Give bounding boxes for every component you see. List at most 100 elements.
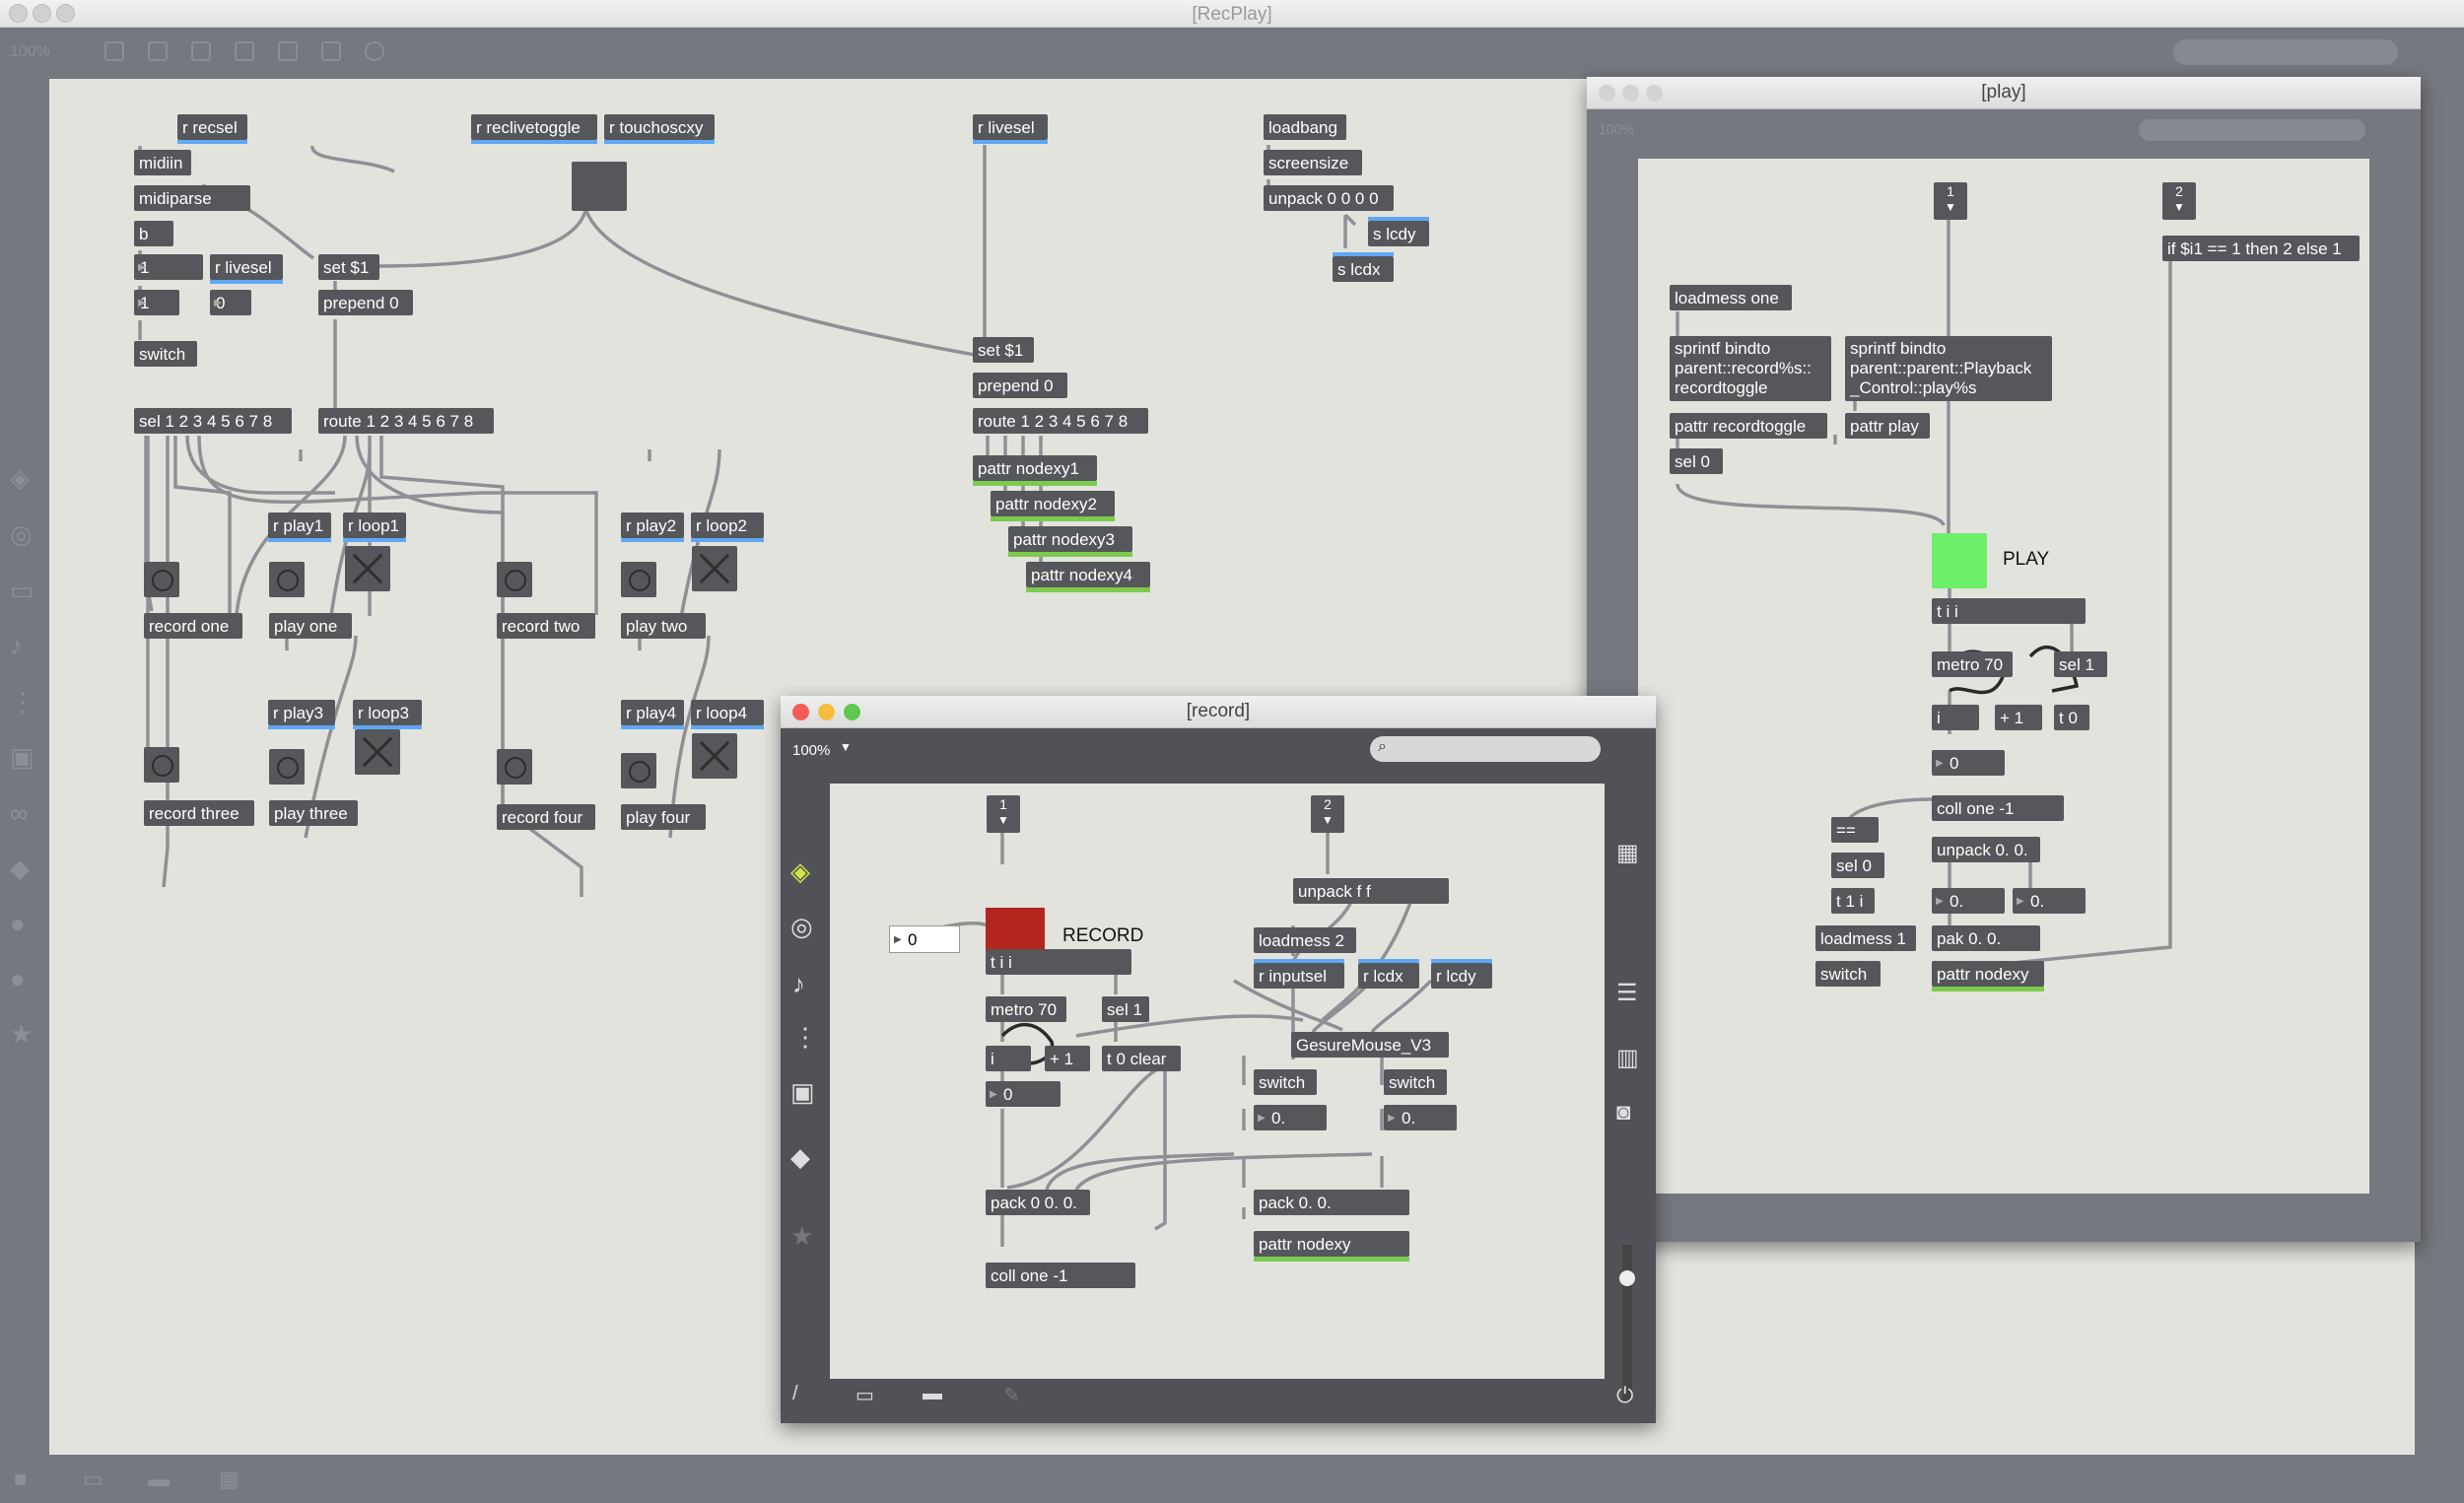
- sprintf-record[interactable]: sprintf bindto parent::record%s:: record…: [1670, 336, 1831, 401]
- set-1-b[interactable]: set $1: [973, 337, 1034, 363]
- unpack-0000[interactable]: unpack 0 0 0 0: [1264, 185, 1394, 211]
- camera-icon[interactable]: ◙: [1616, 1099, 1631, 1126]
- loadmess-one[interactable]: loadmess one: [1670, 285, 1792, 310]
- r-loop4[interactable]: r loop4: [691, 700, 764, 729]
- play-search-field[interactable]: [2139, 119, 2365, 141]
- set-1-a[interactable]: set $1: [318, 254, 379, 280]
- metro-70[interactable]: metro 70: [986, 996, 1066, 1022]
- t-i-i[interactable]: t i i: [986, 949, 1131, 975]
- pack-float[interactable]: pack 0. 0.: [1254, 1190, 1409, 1215]
- image-icon[interactable]: ▣: [790, 1077, 815, 1107]
- star-icon[interactable]: ★: [10, 1019, 34, 1049]
- r-play3[interactable]: r play3: [268, 700, 335, 729]
- grid-icon[interactable]: ▦: [219, 1467, 240, 1491]
- lock-icon[interactable]: ■: [14, 1467, 28, 1491]
- play-inlet-2[interactable]: 2▼: [2162, 182, 2196, 220]
- grid-icon[interactable]: ▦: [1616, 840, 1639, 866]
- book-icon[interactable]: ▥: [1616, 1045, 1639, 1071]
- edit-icon[interactable]: /: [792, 1383, 798, 1404]
- screen-icon[interactable]: ▬: [923, 1383, 942, 1404]
- unpack-float[interactable]: unpack 0. 0.: [1932, 837, 2040, 862]
- r-lcdx[interactable]: r lcdx: [1358, 959, 1419, 989]
- record-one[interactable]: record one: [144, 613, 242, 639]
- float-number-b[interactable]: 0.: [2013, 888, 2086, 915]
- r-loop2[interactable]: r loop2: [691, 512, 764, 542]
- toolbar-icon-e[interactable]: [278, 41, 298, 61]
- plus-1[interactable]: + 1: [1045, 1046, 1090, 1071]
- i[interactable]: i: [1932, 705, 1979, 730]
- b[interactable]: b: [134, 221, 173, 246]
- play-patcher-canvas[interactable]: 1▼ 2▼ if $i1 == 1 then 2 else 1 loadmess…: [1638, 159, 2369, 1194]
- r-livesel-left[interactable]: r livesel: [210, 254, 283, 284]
- pattr-nodexy2[interactable]: pattr nodexy2: [991, 491, 1115, 521]
- s-lcdx[interactable]: s lcdx: [1333, 252, 1394, 282]
- loop-three-toggle[interactable]: [355, 729, 400, 775]
- play-four[interactable]: play four: [621, 804, 706, 830]
- r-reclivetoggle[interactable]: r reclivetoggle: [471, 114, 597, 144]
- loop-two-toggle[interactable]: [692, 546, 737, 591]
- toolbar-icon-d[interactable]: [235, 41, 254, 61]
- pattr-nodexy[interactable]: pattr nodexy: [1932, 961, 2044, 991]
- r-play2[interactable]: r play2: [621, 512, 684, 542]
- cube-icon[interactable]: ◈: [790, 856, 810, 886]
- midiin[interactable]: midiin: [134, 150, 191, 175]
- main-search-field[interactable]: [2173, 39, 2398, 65]
- record-zoom-button[interactable]: [844, 704, 860, 720]
- plug-icon[interactable]: ◆: [10, 854, 30, 883]
- sprintf-play[interactable]: sprintf bindto parent::parent::Playback …: [1845, 336, 2052, 401]
- pattr-nodexy4[interactable]: pattr nodexy4: [1026, 562, 1150, 592]
- info-icon[interactable]: ●: [10, 909, 26, 938]
- prepend-0-a[interactable]: prepend 0: [318, 290, 413, 315]
- counter-number[interactable]: 0: [1932, 750, 2005, 777]
- record-number-0[interactable]: 0: [889, 925, 960, 954]
- toolbar-icon-b[interactable]: [148, 41, 168, 61]
- sel-0b[interactable]: sel 0: [1831, 853, 1884, 878]
- r-inputsel[interactable]: r inputsel: [1254, 959, 1344, 989]
- play-four-bang[interactable]: [621, 753, 656, 788]
- record-three-bang[interactable]: [144, 747, 179, 783]
- r-play1[interactable]: r play1: [268, 512, 331, 542]
- power-icon[interactable]: ⏻: [1616, 1383, 1634, 1407]
- gesture-mouse[interactable]: GesureMouse_V3: [1291, 1032, 1449, 1058]
- r-touchoscxy[interactable]: r touchoscxy: [604, 114, 715, 144]
- image-icon[interactable]: ▣: [10, 742, 34, 772]
- record-two-bang[interactable]: [497, 562, 532, 597]
- play-two[interactable]: play two: [621, 613, 706, 639]
- toolbar-icon-a[interactable]: [104, 41, 124, 61]
- prepend-0-b[interactable]: prepend 0: [973, 373, 1067, 398]
- r-loop1[interactable]: r loop1: [343, 512, 406, 542]
- record-four[interactable]: record four: [497, 804, 595, 830]
- play-button[interactable]: [1932, 533, 1987, 588]
- metro-70[interactable]: metro 70: [1932, 651, 2013, 677]
- loop-four-toggle[interactable]: [692, 733, 737, 779]
- record-three[interactable]: record three: [144, 800, 254, 826]
- equals[interactable]: ==: [1831, 817, 1879, 843]
- play-close-button[interactable]: [1599, 85, 1615, 102]
- r-play4[interactable]: r play4: [621, 700, 684, 729]
- list-icon[interactable]: ☰: [1616, 980, 1638, 1006]
- switch[interactable]: switch: [134, 341, 197, 367]
- loadmess-2[interactable]: loadmess 2: [1254, 927, 1356, 953]
- r-lcdy[interactable]: r lcdy: [1431, 959, 1492, 989]
- unpack-ff[interactable]: unpack f f: [1293, 878, 1449, 904]
- pak-float[interactable]: pak 0. 0.: [1932, 925, 2040, 951]
- record-one-bang[interactable]: [144, 562, 179, 597]
- coll-one[interactable]: coll one -1: [1932, 795, 2064, 821]
- pattr-nodexy1[interactable]: pattr nodexy1: [973, 455, 1097, 486]
- toolbar-icon-g[interactable]: [365, 41, 384, 61]
- number-1b[interactable]: 1: [134, 290, 179, 316]
- pack-0-0-0[interactable]: pack 0 0. 0.: [986, 1190, 1090, 1215]
- loadmess-1[interactable]: loadmess 1: [1815, 925, 1916, 951]
- t-0-clear[interactable]: t 0 clear: [1102, 1046, 1181, 1071]
- close-button[interactable]: [9, 4, 28, 23]
- debug-icon[interactable]: ✎: [1003, 1385, 1020, 1406]
- play-one-bang[interactable]: [269, 562, 305, 597]
- i[interactable]: i: [986, 1046, 1031, 1071]
- float-number-b[interactable]: 0.: [1384, 1105, 1457, 1131]
- r-loop3[interactable]: r loop3: [353, 700, 422, 729]
- film-icon[interactable]: ▭: [10, 576, 34, 605]
- volume-slider[interactable]: [1619, 1245, 1635, 1402]
- play-three-bang[interactable]: [269, 749, 305, 785]
- switch[interactable]: switch: [1815, 961, 1881, 987]
- pattr-recordtoggle[interactable]: pattr recordtoggle: [1670, 413, 1827, 439]
